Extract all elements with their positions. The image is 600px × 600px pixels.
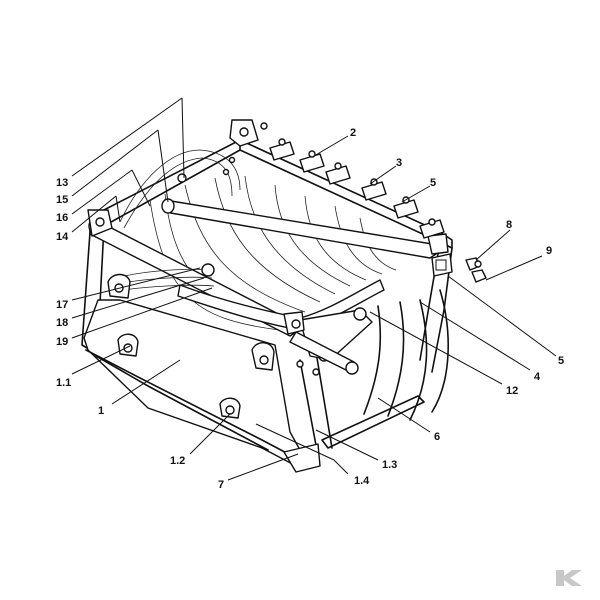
label-8: 8 xyxy=(506,219,512,231)
label-1-1: 1.1 xyxy=(56,377,71,389)
label-1: 1 xyxy=(98,405,104,417)
label-17: 17 xyxy=(56,299,68,311)
bucket-body xyxy=(81,139,453,469)
label-5-upper: 5 xyxy=(430,177,436,189)
brackets xyxy=(87,119,487,473)
label-4: 4 xyxy=(534,371,541,383)
brand-logo xyxy=(552,566,582,588)
label-12: 12 xyxy=(506,385,518,397)
label-3: 3 xyxy=(396,157,402,169)
label-9: 9 xyxy=(546,245,552,257)
label-5-lower: 5 xyxy=(558,355,564,367)
leader-lines xyxy=(71,97,557,481)
label-14: 14 xyxy=(56,231,69,243)
label-16: 16 xyxy=(56,212,68,224)
label-13: 13 xyxy=(56,177,68,189)
label-18: 18 xyxy=(56,317,68,329)
label-6: 6 xyxy=(434,431,440,443)
label-1-3: 1.3 xyxy=(382,459,397,471)
part-labels: 13 15 16 14 17 18 19 1.1 1 1.2 7 1.4 1.3… xyxy=(56,127,564,491)
label-1-4: 1.4 xyxy=(354,475,370,487)
label-15: 15 xyxy=(56,194,68,206)
label-2: 2 xyxy=(350,127,356,139)
label-19: 19 xyxy=(56,336,68,348)
label-7: 7 xyxy=(218,479,224,491)
label-1-2: 1.2 xyxy=(170,455,185,467)
grab-arm xyxy=(177,279,385,375)
